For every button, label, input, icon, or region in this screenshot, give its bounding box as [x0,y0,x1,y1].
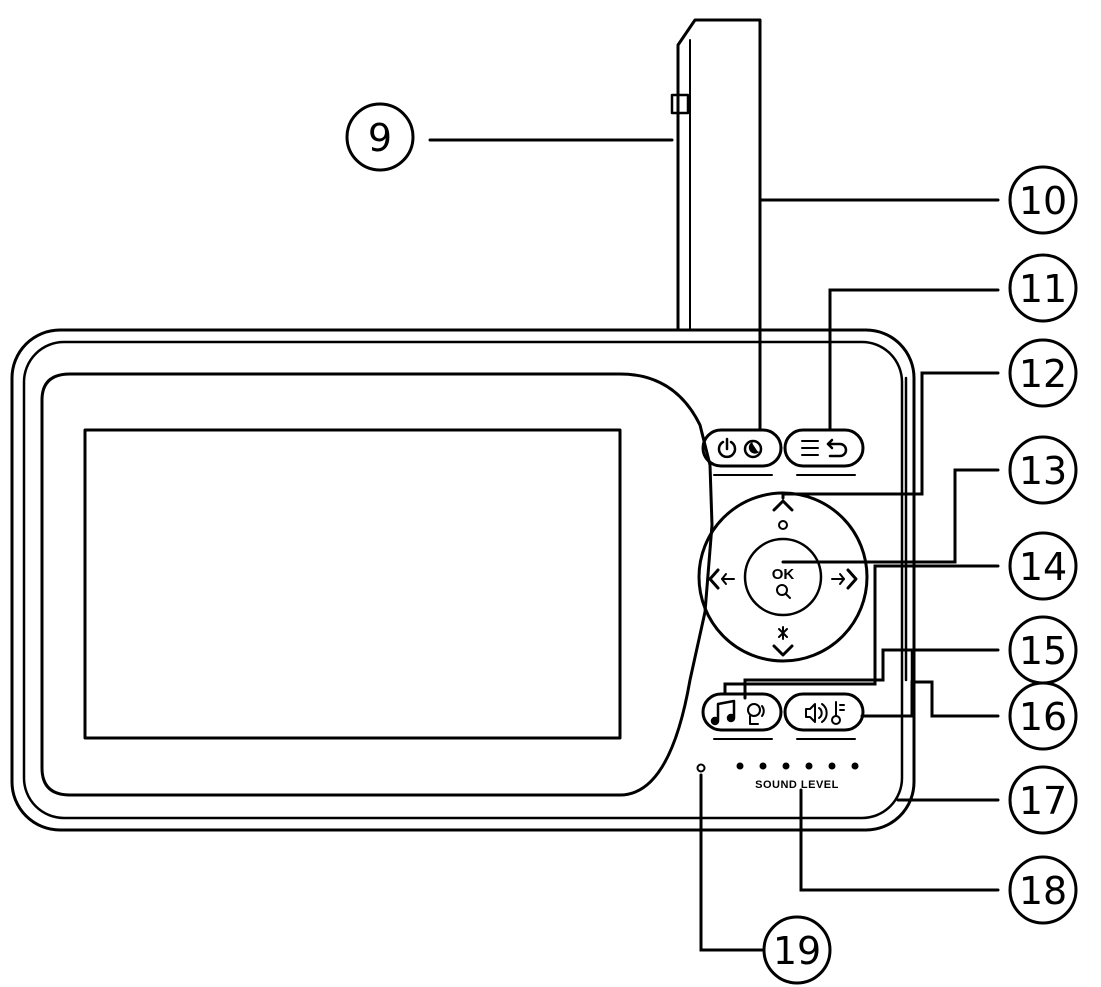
lullaby-talk-button[interactable] [701,692,783,740]
power-icon [717,437,737,459]
callout-19 [762,915,832,985]
callout-16 [1008,681,1078,751]
antenna [670,18,762,335]
music-note-icon [710,699,736,726]
monitor-body [10,328,916,832]
menu-icon [801,440,819,456]
chevron-down-icon [772,644,794,657]
chevron-right-icon [831,568,858,590]
callout-14 [1008,531,1078,601]
zoom-in-indicator [778,520,788,530]
back-icon [826,438,848,458]
callout-number-11: 11 [1019,267,1067,311]
ok-button[interactable] [743,537,823,617]
callout-number-13: 13 [1019,449,1067,493]
sound-level-led [782,762,790,770]
volume-temperature-button[interactable] [783,692,865,740]
d-pad[interactable] [697,491,869,663]
callout-number-17: 17 [1019,779,1067,823]
sound-level-led [736,762,744,770]
callout-number-14: 14 [1019,545,1067,589]
star-icon [778,626,788,640]
callout-18 [1008,855,1078,925]
callout-12 [1008,338,1078,408]
menu-back-button[interactable] [783,428,865,476]
chevron-left-icon [708,568,735,590]
callout-number-12: 12 [1019,352,1067,396]
callout-number-9: 9 [368,116,392,160]
sound-level-led [805,762,813,770]
microphone-hole [696,763,706,773]
sound-level-led [759,762,767,770]
intercom-icon [747,703,765,725]
volume-icon [805,703,828,723]
moon-icon [743,439,763,459]
callout-number-16: 16 [1019,695,1067,739]
sound-level-leds [736,762,859,770]
leader-lines [428,138,1000,952]
ok-label: OK [772,566,795,583]
temperature-icon [831,701,845,725]
callout-13 [1008,435,1078,505]
sound-level-label: SOUND LEVEL [755,779,839,791]
callout-number-18: 18 [1019,869,1067,913]
callout-number-10: 10 [1019,179,1067,223]
zoom-icon [776,584,791,599]
sound-level-led [851,762,859,770]
chevron-up-icon [772,499,794,512]
callout-10 [1008,165,1078,235]
screen-bezel [40,372,714,797]
callout-circles [345,102,1078,985]
screen [83,428,622,740]
callout-17 [1008,765,1078,835]
callout-number-19: 19 [773,929,821,973]
callout-9 [345,102,415,172]
sound-level-led [828,762,836,770]
callout-11 [1008,253,1078,323]
power-night-button[interactable] [701,428,783,476]
callout-number-15: 15 [1019,629,1067,673]
